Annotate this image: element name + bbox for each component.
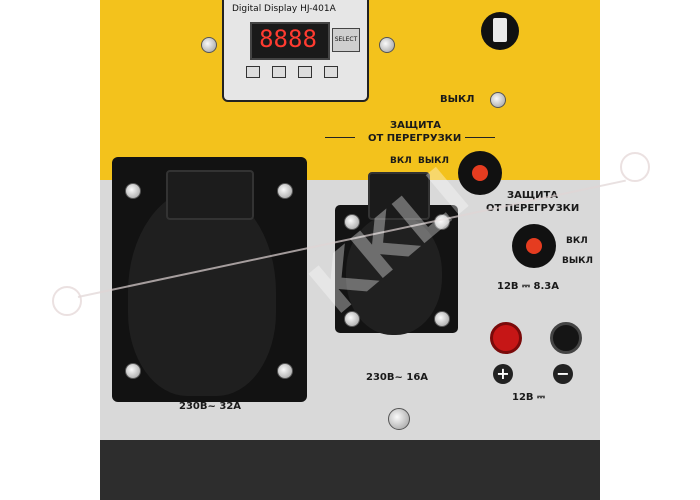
dc-terminal-negative[interactable] bbox=[550, 322, 582, 354]
switch-rocker[interactable] bbox=[493, 18, 507, 42]
watermark-circle bbox=[620, 152, 650, 182]
display-button-1[interactable] bbox=[246, 66, 260, 78]
screw-icon bbox=[201, 37, 217, 53]
display-button-4[interactable] bbox=[324, 66, 338, 78]
screw-icon bbox=[277, 183, 293, 199]
breaker-dc-off-label: ВЫКЛ bbox=[562, 256, 594, 266]
screw-icon bbox=[388, 408, 410, 430]
socket-32a-cover[interactable] bbox=[128, 188, 276, 396]
socket-32a-label: 230В~ 32А bbox=[179, 401, 242, 412]
breaker-main-title-2: ОТ ПЕРЕГРУЗКИ bbox=[368, 133, 462, 144]
minus-icon: − bbox=[553, 364, 573, 384]
screw-icon bbox=[344, 214, 360, 230]
breaker-main-title-1: ЗАЩИТА bbox=[390, 120, 442, 131]
screw-icon bbox=[125, 363, 141, 379]
display-button-3[interactable] bbox=[298, 66, 312, 78]
dc-output-label: 12В ⎓ bbox=[512, 392, 545, 403]
breaker-dc-button[interactable] bbox=[526, 238, 542, 254]
screw-icon bbox=[277, 363, 293, 379]
socket-16a-latch[interactable] bbox=[368, 172, 430, 220]
bracket-line bbox=[465, 137, 495, 138]
watermark-circle bbox=[52, 286, 82, 316]
switch-off-label: ВЫКЛ bbox=[440, 94, 475, 105]
screw-icon bbox=[434, 311, 450, 327]
bottom-housing bbox=[100, 440, 600, 500]
socket-32a-latch[interactable] bbox=[166, 170, 254, 220]
breaker-dc-title-2: ОТ ПЕРЕГРУЗКИ bbox=[486, 203, 580, 214]
select-button[interactable]: SELECT bbox=[332, 28, 360, 52]
screw-icon bbox=[125, 183, 141, 199]
plus-icon: + bbox=[493, 364, 513, 384]
screw-icon bbox=[344, 311, 360, 327]
screw-icon bbox=[490, 92, 506, 108]
socket-16a-label: 230В~ 16А bbox=[366, 372, 429, 383]
breaker-dc-on-label: ВКЛ bbox=[566, 236, 588, 246]
breaker-dc-rating: 12В ⎓ 8.3А bbox=[497, 281, 559, 292]
breaker-main-on-label: ВКЛ bbox=[390, 156, 412, 166]
display-button-2[interactable] bbox=[272, 66, 286, 78]
breaker-main-off-label: ВЫКЛ bbox=[418, 156, 450, 166]
breaker-main-button[interactable] bbox=[472, 165, 488, 181]
bracket-line bbox=[325, 137, 355, 138]
display-screen bbox=[250, 22, 330, 60]
display-caption: Digital Display HJ-401A bbox=[232, 4, 336, 14]
breaker-dc-title-1: ЗАЩИТА bbox=[507, 190, 559, 201]
display-digits: 8888 bbox=[259, 25, 317, 53]
dc-terminal-positive[interactable] bbox=[490, 322, 522, 354]
screw-icon bbox=[379, 37, 395, 53]
